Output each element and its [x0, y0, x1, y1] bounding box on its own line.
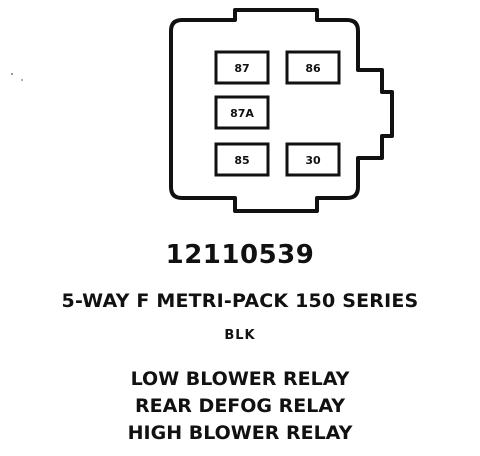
usage-list: LOW BLOWER RELAY REAR DEFOG RELAY HIGH B… [0, 366, 480, 447]
terminal-86: 86 [285, 50, 341, 85]
scan-speck [11, 73, 13, 75]
usage-item: HIGH BLOWER RELAY [127, 422, 353, 444]
part-number: 12110539 [165, 240, 315, 270]
terminal-87a-label: 87A [230, 107, 254, 120]
terminal-87a-cavity [214, 95, 270, 130]
terminal-30-cavity [285, 142, 341, 177]
connector-color: BLK [224, 328, 256, 343]
usage-item: LOW BLOWER RELAY [130, 368, 350, 390]
terminal-87-label: 87 [234, 62, 249, 75]
terminal-87a: 87A [214, 95, 270, 130]
terminal-86-cavity [285, 50, 341, 85]
scan-speck [21, 79, 23, 81]
terminal-85-label: 85 [234, 154, 249, 167]
connector-diagram: 87 86 87A 85 30 [11, 8, 394, 213]
connector-series: 5-WAY F METRI-PACK 150 SERIES [61, 290, 419, 312]
connector-housing [169, 8, 394, 213]
terminal-30: 30 [285, 142, 341, 177]
terminal-85-cavity [214, 142, 270, 177]
terminal-86-label: 86 [305, 62, 321, 75]
usage-item: REAR DEFOG RELAY [134, 395, 345, 417]
terminal-30-label: 30 [305, 154, 321, 167]
terminal-87-cavity [214, 50, 270, 85]
terminal-85: 85 [214, 142, 270, 177]
terminal-87: 87 [214, 50, 270, 85]
